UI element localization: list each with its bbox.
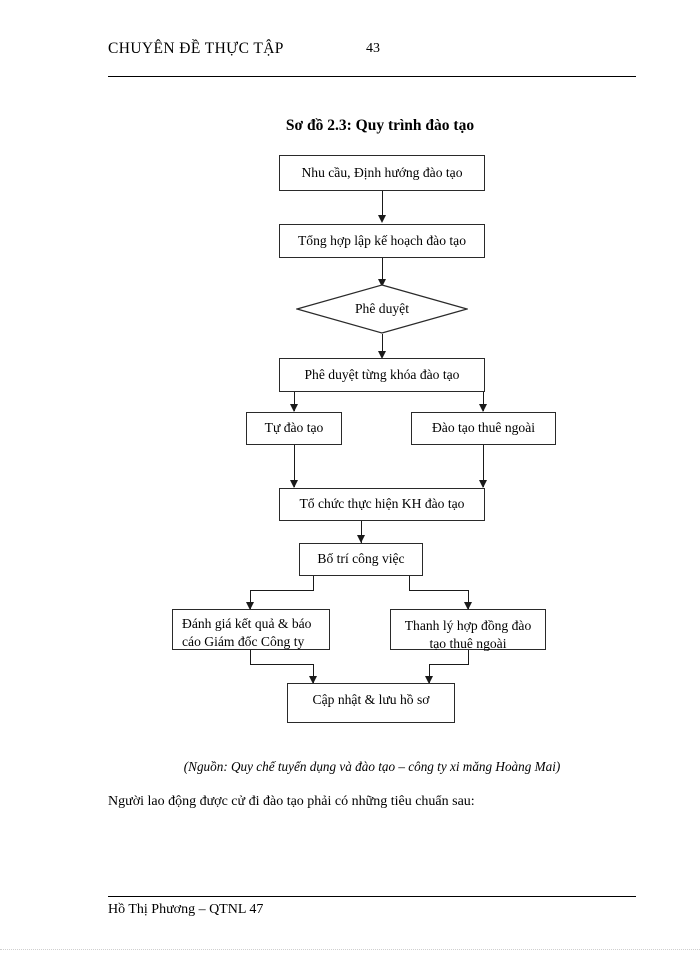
body-paragraph: Người lao động được cử đi đào tạo phải c… [108,794,475,809]
flow-edge-n1-n2 [382,191,383,216]
flow-node-consolidate-plan: Tổng hợp lập kế hoạch đào tạo [279,224,485,258]
diagram-title: Sơ đồ 2.3: Quy trình đào tạo [285,117,475,134]
flow-node-outsourced-training: Đào tạo thuê ngoài [411,412,556,445]
flow-node-label: Phê duyệt từng khóa đào tạo [304,366,460,382]
flow-node-label: Đánh giá kết quả & báo cáo Giám đốc Công… [182,616,312,650]
flow-arrowhead-n7-n8 [356,535,365,543]
flow-node-label: Cập nhật & lưu hồ sơ [312,692,430,707]
flow-arrowhead-n9-n11 [308,676,317,684]
flow-arrowhead-n1-n2 [377,215,386,223]
flow-arrowhead-n4-n5 [289,404,298,412]
flow-node-self-training: Tự đào tạo [246,412,342,445]
flow-arrowhead-n3-n4 [377,351,386,359]
flow-node-label: Nhu cầu, Định hướng đào tạo [301,164,463,180]
flow-arrowhead-n8-n9 [245,602,254,610]
flow-node-update-archive-records: Cập nhật & lưu hồ sơ [287,683,455,723]
flow-node-approval-decision: Phê duyệt [296,284,468,334]
source-note: (Nguồn: Quy chế tuyển dụng và đào tạo – … [183,759,561,774]
flow-edge-n8-n10-rise [468,590,469,609]
flow-edge-n6-n7 [483,445,484,487]
flow-edge-n8-n10-span [409,590,469,591]
flow-node-evaluate-report: Đánh giá kết quả & báo cáo Giám đốc Công… [172,609,330,650]
flow-edge-n10-n11-span [429,664,469,665]
flow-edge-n9-n11-span [250,664,314,665]
flow-edge-n8-n9-span [250,590,314,591]
flow-edge-n7-n8 [361,521,362,543]
flow-edge-n10-n11-rise [429,664,430,683]
header-title: CHUYÊN ĐỀ THỰC TẬP [108,40,284,57]
flow-arrowhead-n2-n3 [377,279,386,287]
flow-node-approve-each-course: Phê duyệt từng khóa đào tạo [279,358,485,392]
flow-node-liquidate-contract: Thanh lý hợp đồng đào tạo thuê ngoài [390,609,546,651]
page-number: 43 [366,41,380,56]
flow-edge-n4-n5 [294,392,295,411]
footer-text: Hồ Thị Phương – QTNL 47 [108,902,264,917]
flow-node-label: Đào tạo thuê ngoài [431,420,536,436]
flow-node-execute-training-plan: Tổ chức thực hiện KH đào tạo [279,488,485,521]
flow-edge-n4-n6 [483,392,484,411]
flow-edge-n10-n11-drop [468,650,469,664]
flow-arrowhead-n10-n11 [424,676,433,684]
flow-node-needs-orientation: Nhu cầu, Định hướng đào tạo [279,155,485,191]
flow-node-label: Tổng hợp lập kế hoạch đào tạo [298,232,466,248]
flow-edge-n9-n11-drop [250,650,251,664]
flow-edge-n8-n9-drop [313,576,314,590]
flow-node-label: Bố trí công việc [317,551,405,567]
flow-node-label: Thanh lý hợp đồng đào tạo thuê ngoài [404,618,532,652]
flow-node-label: Phê duyệt [355,301,409,316]
flow-edge-n8-n9-rise [250,590,251,609]
running-header: CHUYÊN ĐỀ THỰC TẬP 43 [108,40,636,62]
flow-arrowhead-n6-n7 [478,480,487,488]
flow-node-label: Tổ chức thực hiện KH đào tạo [299,496,465,512]
flow-arrowhead-n5-n7 [289,480,298,488]
flow-arrowhead-n4-n6 [478,404,487,412]
flow-edge-n3-n4 [382,334,383,352]
flow-edge-n2-n3 [382,258,383,280]
header-divider-rule [108,76,636,77]
footer-divider-rule [108,896,636,897]
flow-edge-n5-n7 [294,445,295,487]
flow-edge-n9-n11-rise [313,664,314,683]
flow-edge-n8-n10-drop [409,576,410,590]
page-bottom-edge [0,949,700,950]
flow-node-label: Tự đào tạo [264,420,324,436]
flow-node-job-placement: Bố trí công việc [299,543,423,576]
diamond-shape [296,284,468,334]
flow-arrowhead-n8-n10 [463,602,472,610]
